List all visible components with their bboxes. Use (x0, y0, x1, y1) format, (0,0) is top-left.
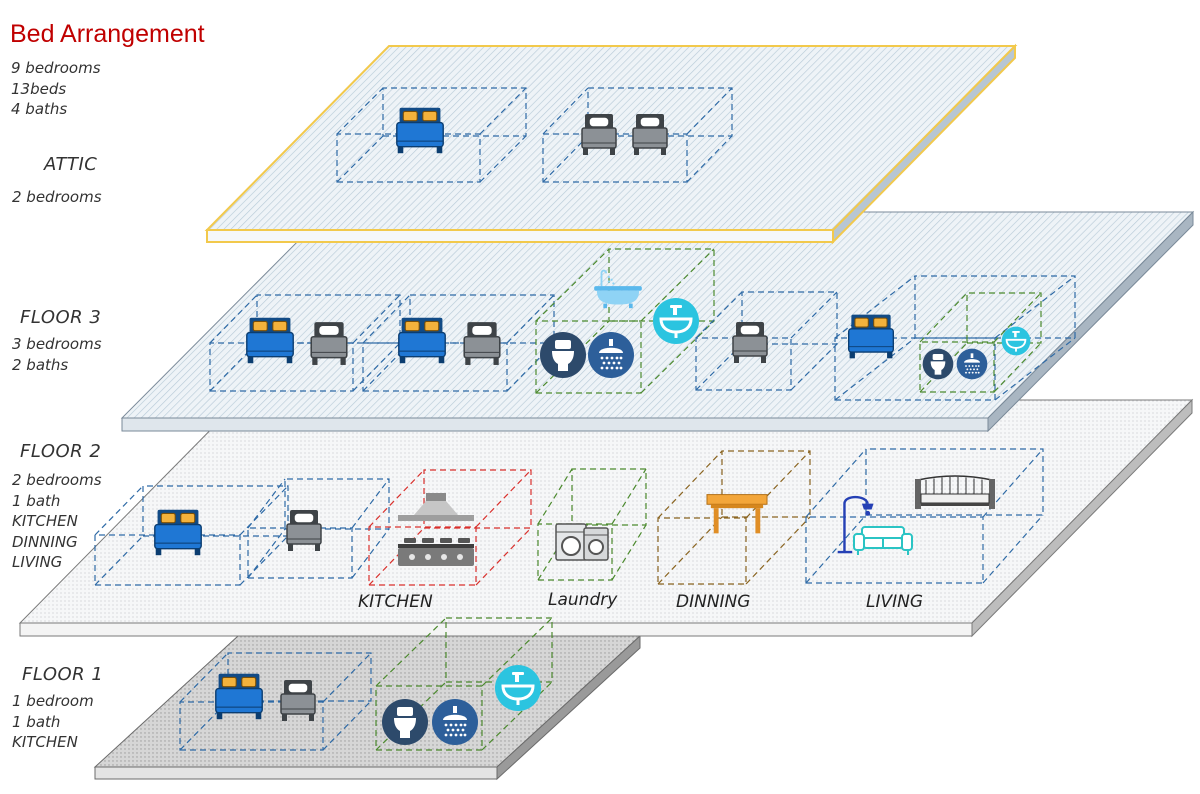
attic-bedroom-1-box (336, 87, 527, 183)
double-bed-icon (847, 313, 895, 360)
floor3-bedroom-2-box (362, 294, 555, 392)
floor3-bedroom-1-box (209, 294, 401, 392)
floor2-detail-dinning: DINNING (12, 532, 78, 551)
floor1-detail-kitchen: KITCHEN (12, 733, 78, 751)
attic-label: ATTIC (44, 154, 98, 175)
floor2-laundry-box (537, 468, 647, 581)
summary-beds: 13beds (11, 79, 67, 98)
floor2-detail-kitchen: KITCHEN (12, 512, 78, 530)
dinning-label: DINNING (676, 592, 751, 612)
floor3-label: FLOOR 3 (20, 307, 102, 328)
floor1-label: FLOOR 1 (22, 664, 104, 685)
floor2-dinning-box (657, 450, 811, 585)
room-wireframes (94, 87, 1076, 751)
summary-block: 9 bedrooms 13beds 4 baths (11, 58, 101, 120)
toilet-icon (382, 699, 428, 745)
kitchen-label: KITCHEN (358, 592, 433, 612)
floor1-detail-bath: 1 bath (12, 712, 61, 731)
laundry-label: Laundry (548, 590, 618, 610)
floor2-detail-living: LIVING (12, 553, 63, 571)
shower-icon (956, 348, 988, 380)
floor3-bedroom-4-box (834, 275, 1076, 401)
sink-icon (494, 664, 542, 712)
double-bed-icon (154, 508, 202, 556)
floor1-slab (93, 634, 642, 781)
attic-details: 2 bedrooms (12, 187, 102, 208)
floor3-detail-baths: 2 baths (12, 355, 69, 374)
floor1-detail-bedroom: 1 bedroom (12, 692, 94, 710)
summary-baths: 4 baths (11, 100, 68, 118)
double-bed-icon (246, 316, 294, 364)
floor2-kitchen-box (368, 469, 532, 586)
washing-machine-icon (555, 523, 609, 561)
sink-icon (1001, 326, 1031, 356)
toilet-icon (540, 332, 586, 378)
summary-bedrooms: 9 bedrooms (11, 59, 101, 77)
double-bed-icon (396, 106, 444, 154)
floor3-details: 3 bedrooms 2 baths (12, 334, 102, 375)
double-bed-icon (215, 672, 263, 720)
living-label: LIVING (866, 592, 924, 612)
floor2-living-box (805, 448, 1044, 584)
attic-bedroom-2-box (542, 87, 733, 183)
sink-icon (652, 297, 700, 345)
toilet-icon (922, 348, 954, 380)
page-title: Bed Arrangement (10, 20, 205, 48)
shower-icon (432, 699, 478, 745)
floor2-bedroom-2-box (247, 478, 390, 579)
floor2-detail-bath: 1 bath (12, 491, 61, 510)
floor3-bedroom-3-box (695, 291, 838, 391)
shower-icon (588, 332, 634, 378)
floor2-label: FLOOR 2 (20, 441, 102, 462)
floor1-bedroom-box (179, 652, 372, 751)
floor2-detail-bedrooms: 2 bedrooms (12, 471, 102, 489)
floor1-details: 1 bedroom 1 bath KITCHEN (12, 691, 94, 753)
floor2-slab (18, 398, 1194, 638)
floor2-details: 2 bedrooms 1 bath KITCHEN DINNING LIVING (12, 470, 102, 573)
attic-detail-bedrooms: 2 bedrooms (12, 188, 102, 206)
double-bed-icon (398, 316, 446, 364)
floor2-bedroom-1-box (94, 485, 289, 586)
floor3-detail-bedrooms: 3 bedrooms (12, 335, 102, 353)
